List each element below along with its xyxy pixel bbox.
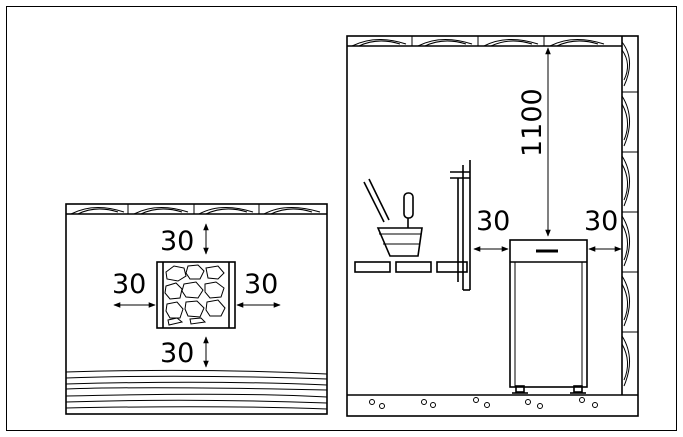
top-view-room-outline <box>65 203 328 415</box>
side-view-wood-wall <box>621 36 638 395</box>
heater-top-view <box>156 261 236 329</box>
side-view-dim-ceiling: 1100 <box>517 88 548 157</box>
bucket-with-ladle <box>363 178 423 257</box>
outer-frame <box>6 6 677 431</box>
side-view-panel: 1100 30 30 <box>346 35 639 417</box>
top-view-panel: 30 30 30 30 <box>65 203 328 415</box>
side-view-floor <box>347 394 638 409</box>
top-view-floor-boards <box>65 369 328 410</box>
heater-stones <box>164 264 226 326</box>
top-view-dim-left: 30 <box>112 269 146 300</box>
side-view-dim-right: 30 <box>584 206 618 237</box>
top-view-dim-top: 30 <box>160 226 194 257</box>
heater-side-view <box>509 239 588 394</box>
top-view-dim-right: 30 <box>244 269 278 300</box>
top-view-dim-bottom: 30 <box>160 338 194 369</box>
safety-rail <box>450 160 471 291</box>
bench <box>354 261 468 273</box>
top-view-wood-ceiling <box>66 204 327 215</box>
side-view-room-outline <box>346 35 639 417</box>
side-view-dim-left: 30 <box>476 206 510 237</box>
side-view-wood-ceiling <box>347 36 622 47</box>
